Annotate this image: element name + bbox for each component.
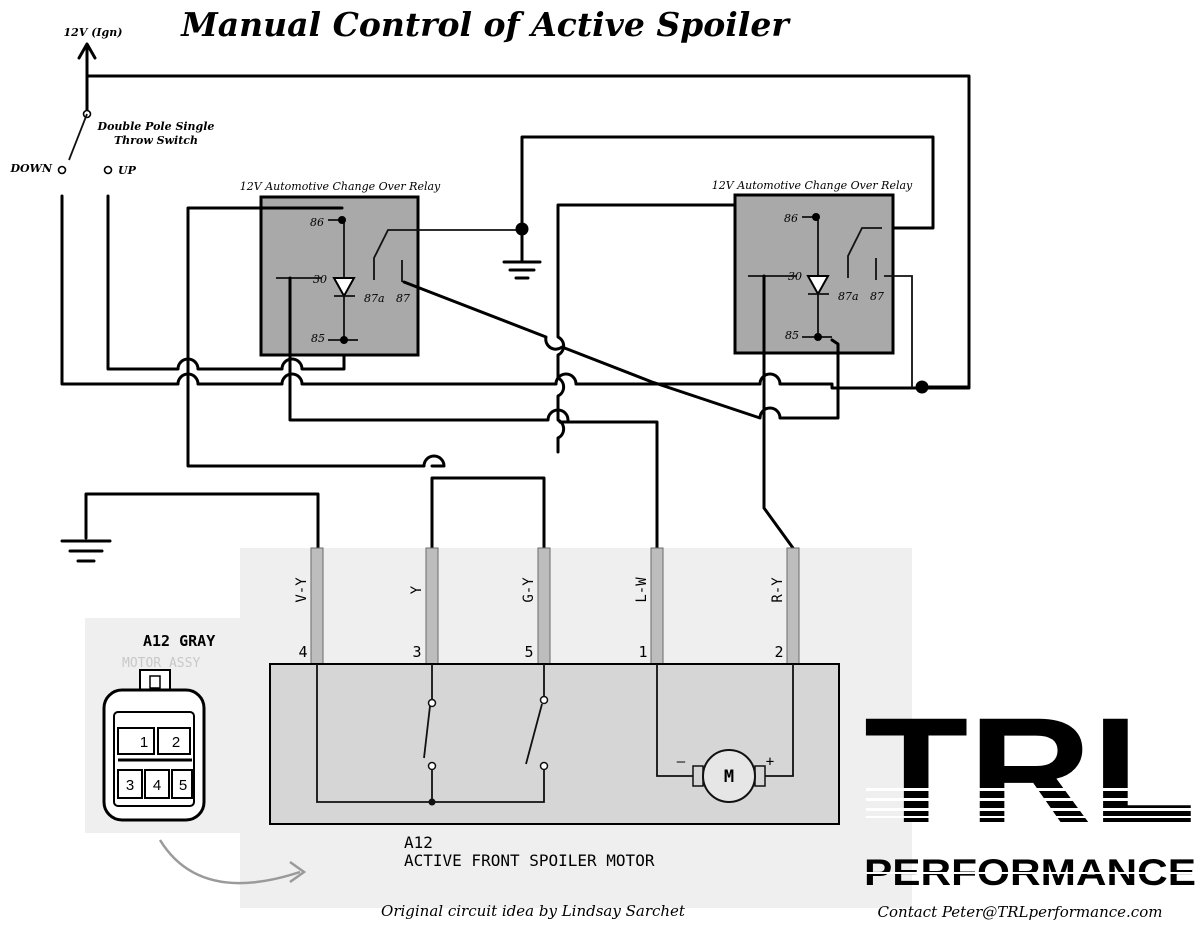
motor-id-label: A12 — [404, 833, 433, 852]
motor-name-label: ACTIVE FRONT SPOILER MOTOR — [404, 851, 655, 870]
connector-pin-2: 2 — [172, 734, 180, 751]
motor-plus-sign: + — [766, 754, 774, 770]
wire-color-gy: G-Y — [521, 577, 537, 603]
switch-down-label: DOWN — [9, 162, 52, 175]
relay1-30-to-y-wire — [288, 276, 570, 424]
spoiler-motor-assembly — [269, 663, 840, 825]
relay-1 — [259, 195, 420, 357]
contact-text: Contact Peter@TRLperformance.com — [878, 903, 1163, 921]
relay-2-label: 12V Automotive Change Over Relay — [712, 179, 913, 192]
relay-1-pin-87a: 87a — [364, 292, 385, 305]
wire-color-lw: L-W — [634, 577, 650, 603]
wire-color-vy: V-Y — [294, 577, 310, 603]
connector-title: A12 GRAY — [143, 632, 215, 650]
diagram-title: Manual Control of Active Spoiler — [180, 5, 791, 44]
ground-link-wire — [520, 135, 935, 230]
relay-1-pin-30: 30 — [313, 273, 327, 286]
connector-faint-text: MOTOR ASSY — [122, 656, 200, 671]
relay-2-pin-87a: 87a — [838, 290, 859, 303]
connector-pin-4: 4 — [153, 777, 161, 794]
lw-wire — [558, 420, 659, 550]
relay1-87-to-relay2-wire — [402, 280, 840, 420]
switch-label-line1: Double Pole Single — [97, 120, 215, 133]
relay1-86-to-vy-wire — [186, 206, 446, 468]
connector-pin-5: 5 — [179, 777, 187, 794]
motor-symbol: M — [724, 767, 734, 787]
down-wire — [60, 194, 971, 390]
relay-1-label: 12V Automotive Change Over Relay — [240, 180, 441, 193]
motor-internal-switches-icon — [316, 664, 549, 806]
relay-1-pin-85: 85 — [311, 332, 325, 345]
relay-2-contact-icon — [748, 227, 913, 388]
relay-2 — [733, 193, 895, 355]
wire-color-ry: R-Y — [770, 577, 786, 603]
trl-performance-logo: TRL PERFORMANCE — [864, 686, 1196, 893]
relay2-30-to-ry-wire — [762, 274, 795, 550]
relay2-87a-cross-wire — [556, 203, 736, 454]
relay-2-coil-diode-icon — [802, 213, 832, 341]
motor-pin-2: 2 — [774, 643, 783, 661]
up-wire — [106, 194, 346, 371]
switch-up-label: UP — [118, 164, 137, 177]
connector-icon — [102, 669, 206, 822]
ground-left-icon — [60, 539, 112, 563]
credit-text: Original circuit idea by Lindsay Sarchet — [381, 902, 686, 920]
wire-color-y: Y — [409, 585, 425, 594]
motor-pin-1: 1 — [638, 643, 647, 661]
connector-pin-3: 3 — [126, 777, 134, 794]
curved-arrow-icon — [158, 839, 307, 885]
relay-1-pin-86: 86 — [310, 216, 324, 229]
relay-1-coil-diode-icon — [328, 216, 358, 344]
motor-wire-tabs — [310, 547, 800, 665]
ground-top-icon — [502, 222, 542, 280]
logo-main-text: TRL — [864, 686, 1196, 854]
motor-pin-3: 3 — [412, 643, 421, 661]
y-wire — [430, 476, 546, 550]
relay-1-contact-icon — [276, 229, 520, 282]
switch-label-line2: Throw Switch — [114, 134, 198, 147]
connector-pin-1: 1 — [140, 734, 148, 751]
relay-2-pin-86: 86 — [784, 212, 798, 225]
junction-dot — [915, 380, 929, 394]
motor-pin-4: 4 — [298, 643, 307, 661]
supply-label: 12V (Ign) — [64, 26, 123, 39]
supply-arrow-icon — [77, 42, 97, 114]
motor-pin-5: 5 — [524, 643, 533, 661]
switch-icon — [57, 109, 113, 175]
motor-icon — [656, 664, 794, 803]
motor-minus-sign: – — [677, 754, 686, 770]
relay-2-pin-85: 85 — [785, 329, 799, 342]
ground-to-vy-wire — [84, 492, 320, 550]
relay-1-pin-87: 87 — [396, 292, 410, 305]
relay-2-pin-87: 87 — [870, 290, 884, 303]
